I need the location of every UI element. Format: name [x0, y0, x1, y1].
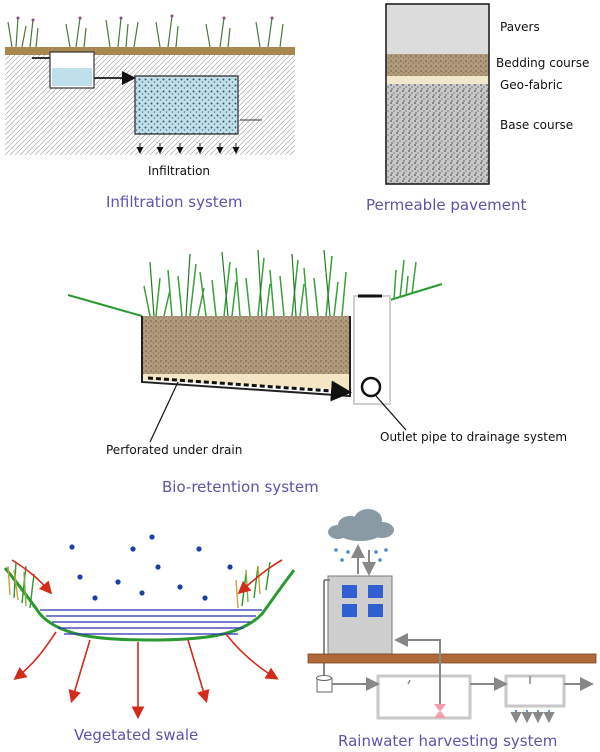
overflow-tank — [504, 674, 566, 708]
swale-infiltration-arrows — [13, 631, 279, 720]
outlet-pipe-label: Outlet pipe to drainage system — [380, 430, 568, 444]
swale-inflow-left — [11, 559, 53, 595]
outlet-pipe — [360, 376, 382, 398]
swale-ground-profile — [3, 567, 296, 642]
base-course-label: Base course — [500, 118, 574, 132]
bioretention-diagram — [67, 249, 443, 443]
swale-raindrops — [69, 534, 233, 601]
pavement-base-layer — [386, 84, 489, 184]
bioretention-ground-left — [67, 294, 143, 317]
bioretention-caption: Bio-retention system — [162, 478, 319, 496]
infiltration-label: Infiltration — [148, 164, 211, 178]
outlet-pointer — [375, 395, 407, 431]
pavement-caption: Permeable pavement — [366, 196, 527, 214]
swale-caption: Vegetated swale — [74, 726, 199, 744]
pavement-pavers-layer — [386, 4, 489, 54]
harvesting-ground — [307, 653, 597, 664]
pavers-label: Pavers — [500, 20, 540, 34]
underdrain-label: Perforated under drain — [106, 443, 243, 457]
infiltration-diagram — [5, 14, 295, 155]
pump-return-line — [394, 633, 441, 706]
infiltration-trench — [134, 75, 239, 135]
pavement-geofabric-layer — [386, 76, 489, 84]
infiltration-topsoil — [5, 47, 295, 55]
swale-water-lines — [40, 609, 262, 635]
bioretention-soil — [142, 316, 350, 374]
swale-vegetation-left — [7, 561, 35, 609]
infiltration-arrows — [136, 143, 240, 154]
bioretention-sand-layer — [142, 374, 350, 390]
building-windows — [342, 585, 383, 617]
storage-tank — [376, 674, 472, 720]
harvesting-caption: Rainwater harvesting system — [338, 732, 558, 750]
rain-cloud — [328, 509, 394, 541]
infiltration-vegetation — [7, 15, 284, 48]
bioretention-ground-right — [389, 283, 443, 301]
perforated-underdrain — [147, 376, 352, 402]
swale-vegetation-right — [235, 561, 271, 609]
infiltration-caption: Infiltration system — [106, 193, 243, 211]
harvesting-diagram — [307, 509, 597, 724]
bioretention-grass — [143, 255, 417, 317]
overflow-arrows — [510, 710, 555, 724]
pavement-bedding-layer — [386, 54, 489, 76]
cloud-raindrops — [334, 548, 388, 562]
swale-diagram — [3, 534, 296, 720]
pavement-diagram — [385, 3, 490, 185]
swale-inflow-right — [237, 559, 283, 595]
pump — [434, 704, 446, 718]
underdrain-pointer — [149, 381, 179, 443]
bedding-course-label: Bedding course — [496, 56, 590, 70]
geofabric-label: Geo-fabric — [500, 78, 563, 92]
